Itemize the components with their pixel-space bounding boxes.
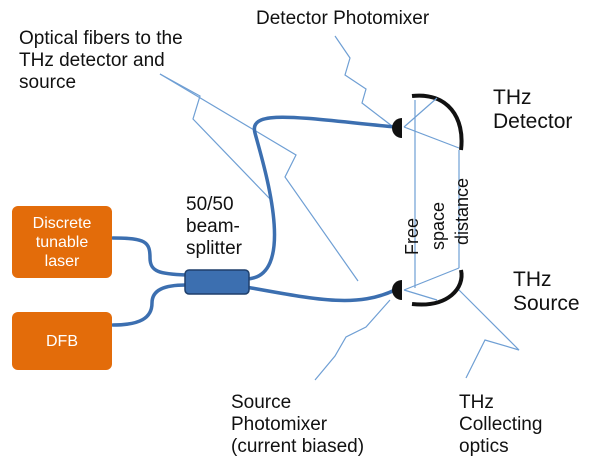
free-space-label-3: distance [452, 178, 472, 245]
fibers-pointer-right [159, 73, 359, 282]
source-photomixer-label: Source Photomixer (current biased) [231, 392, 365, 457]
free-space-label-2: space [428, 202, 448, 250]
fibers-pointer-left [159, 73, 272, 201]
detector-collecting-optic [411, 93, 464, 151]
detector-photomixer-label: Detector Photomixer [256, 8, 430, 29]
laser-fiber [111, 236, 188, 277]
dfb-box: DFB [12, 312, 112, 370]
optical-fibers-label: Optical fibers to the THz detector and s… [19, 28, 183, 93]
collecting-optics-label: THz Collecting optics [459, 392, 543, 457]
source-fiber [244, 285, 397, 303]
free-space-label-1: Free [402, 218, 422, 255]
thz-source-label: THz Source [513, 268, 580, 315]
dfb-fiber [111, 283, 188, 327]
discrete-tunable-laser-box: Discrete tunable laser [12, 206, 112, 278]
beamsplitter-component [184, 269, 250, 295]
detector-photomixer-mark [392, 118, 402, 138]
detector-fiber [244, 115, 397, 281]
callout-lines [159, 35, 520, 381]
collecting-optics-pointer [456, 287, 520, 379]
discrete-tunable-laser-label: Discrete tunable laser [32, 214, 92, 270]
beam-paths [403, 97, 460, 301]
beamsplitter-label: 50/50 beam- splitter [186, 194, 242, 259]
dfb-label: DFB [46, 332, 78, 350]
thz-detector-label: THz Detector [493, 86, 573, 133]
source-photomixer-mark [392, 280, 402, 300]
detector-photomixer-pointer [334, 35, 393, 127]
fiber-lines [111, 115, 397, 327]
source-collecting-optic [411, 269, 464, 307]
source-photomixer-pointer [314, 299, 391, 381]
